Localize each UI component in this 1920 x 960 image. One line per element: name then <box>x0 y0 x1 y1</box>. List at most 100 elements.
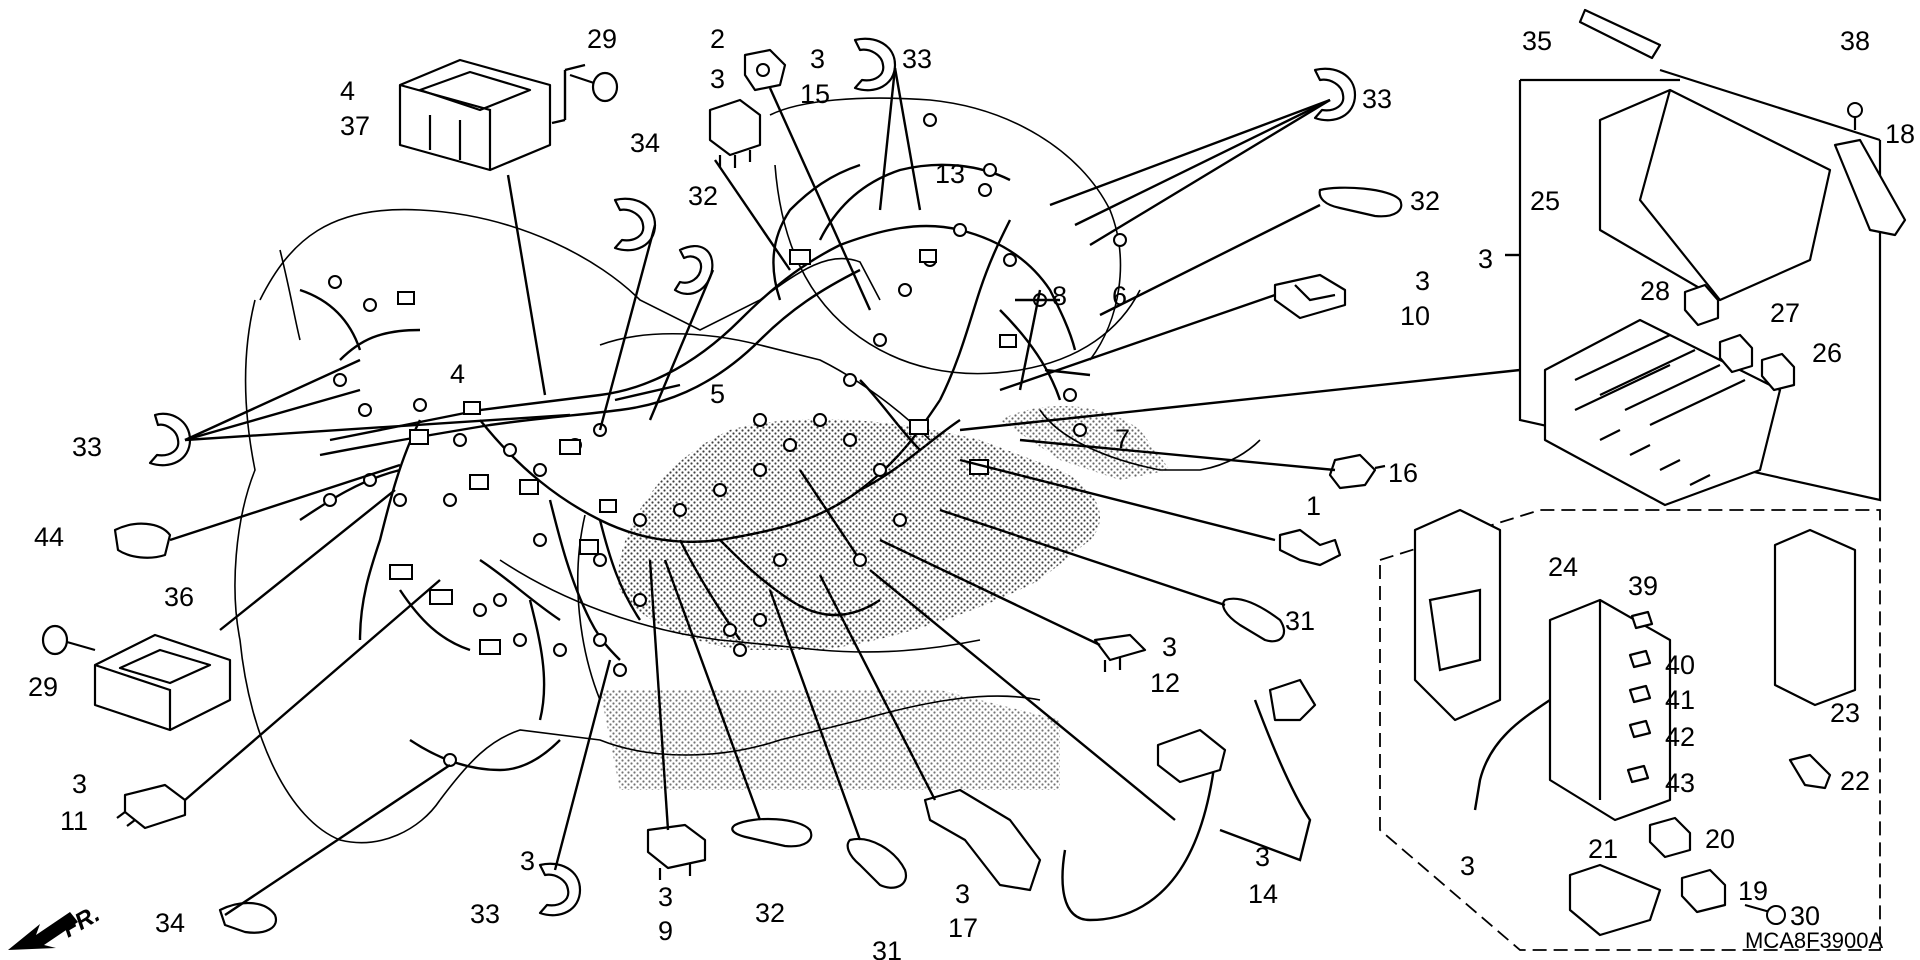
callout-28: 28 <box>1640 276 1670 306</box>
fuse-part-41[interactable] <box>1628 684 1652 704</box>
clamp-34-bottom[interactable] <box>218 901 278 934</box>
callout-13: 13 <box>935 159 965 189</box>
callout-40: 40 <box>1665 650 1695 680</box>
callout-3: 3 <box>955 879 970 909</box>
tie-band-32-bottom[interactable] <box>731 817 813 848</box>
callout-14: 14 <box>1248 879 1278 909</box>
callout-3: 3 <box>1478 244 1493 274</box>
front-direction-arrow: FR. <box>8 900 104 950</box>
callout-3: 3 <box>710 64 725 94</box>
relay-part-19[interactable] <box>1680 868 1727 914</box>
clamp-31-right[interactable] <box>1222 597 1286 643</box>
connector-part-9[interactable] <box>646 823 707 880</box>
callout-21: 21 <box>1588 834 1618 864</box>
fuse-block-assembly[interactable] <box>1543 318 1782 507</box>
callout-33: 33 <box>470 899 500 929</box>
band-44[interactable] <box>113 522 172 559</box>
callout-15: 15 <box>800 79 830 109</box>
motorcycle-frame-outline <box>234 97 1261 844</box>
clamp-band-33-bottom[interactable] <box>538 862 582 917</box>
callout-5: 5 <box>710 379 725 409</box>
fuse-part-43[interactable] <box>1626 764 1650 784</box>
callout-3: 3 <box>520 846 535 876</box>
relay-part-27[interactable] <box>1718 333 1754 374</box>
callout-2: 2 <box>710 24 725 54</box>
callout-7: 7 <box>1115 424 1130 454</box>
screw-part-30[interactable] <box>1744 903 1786 925</box>
relay-box-part-4[interactable] <box>398 58 552 172</box>
clamp-31-bottom[interactable] <box>846 837 908 889</box>
callout-24: 24 <box>1548 552 1578 582</box>
callout-3: 3 <box>658 882 673 912</box>
clamp-band-33-top[interactable] <box>853 37 897 92</box>
callout-35: 35 <box>1522 26 1552 56</box>
connector-part-11[interactable] <box>116 783 187 830</box>
fuse-part-39[interactable] <box>1630 610 1654 630</box>
fuse-cover-part-25[interactable] <box>1598 88 1832 302</box>
screw-part-38[interactable] <box>1847 102 1863 130</box>
tie-band-32-top[interactable] <box>1318 186 1403 218</box>
callout-10: 10 <box>1400 301 1430 331</box>
main-wire-harness <box>299 163 1077 772</box>
callout-16: 16 <box>1388 458 1418 488</box>
relay-box-part-36[interactable] <box>93 633 232 732</box>
callout-3: 3 <box>1255 842 1270 872</box>
strap-part-18[interactable] <box>1833 138 1907 237</box>
fuse-box-body[interactable] <box>1473 598 1672 822</box>
callout-23: 23 <box>1830 698 1860 728</box>
fuse-part-42[interactable] <box>1628 719 1652 739</box>
relay-part-26[interactable] <box>1760 352 1796 392</box>
callout-1: 1 <box>1306 491 1321 521</box>
callout-6: 6 <box>1112 281 1127 311</box>
connector-part-10[interactable] <box>1273 273 1347 320</box>
relay-part-2[interactable] <box>708 98 762 168</box>
callout-31: 31 <box>872 936 902 960</box>
callout-32: 32 <box>1410 186 1440 216</box>
callout-12: 12 <box>1150 668 1180 698</box>
callout-3: 3 <box>810 44 825 74</box>
cover-part-24[interactable] <box>1413 508 1502 722</box>
clamp-band-33-right[interactable] <box>1313 67 1357 122</box>
relay-part-28[interactable] <box>1683 283 1720 327</box>
fuse-box-lower-panel-frame <box>1379 509 1881 951</box>
clamp-part-1[interactable] <box>1278 528 1342 567</box>
clamp-34-top[interactable] <box>613 197 657 252</box>
tie-band-32-mid[interactable] <box>673 244 714 296</box>
callout-20: 20 <box>1705 824 1735 854</box>
harness-connectors <box>323 113 1127 767</box>
relay-part-20[interactable] <box>1648 816 1692 859</box>
callout-37: 37 <box>340 111 370 141</box>
callout-11: 11 <box>60 806 88 836</box>
callout-30: 30 <box>1790 901 1820 931</box>
connector-part-21[interactable] <box>1568 863 1662 937</box>
diagram-code: MCA8F3900A <box>1745 928 1884 953</box>
callout-27: 27 <box>1770 298 1800 328</box>
callout-36: 36 <box>164 582 194 612</box>
connector-part-15[interactable] <box>743 48 787 92</box>
callout-42: 42 <box>1665 722 1695 752</box>
callout-3: 3 <box>1162 632 1177 662</box>
callout-22: 22 <box>1840 766 1870 796</box>
callout-33: 33 <box>902 44 932 74</box>
connector-part-12[interactable] <box>1093 633 1147 672</box>
cover-part-17[interactable] <box>923 788 1042 892</box>
callout-34: 34 <box>155 908 185 938</box>
callout-43: 43 <box>1665 768 1695 798</box>
fuse-puller-part-22[interactable] <box>1788 753 1832 790</box>
bolt-29-top[interactable] <box>569 71 619 103</box>
front-indicator-label: FR. <box>58 900 105 943</box>
bolt-29-left[interactable] <box>41 624 96 656</box>
callout-4: 4 <box>450 359 465 389</box>
callout-44: 44 <box>34 522 64 552</box>
callout-33: 33 <box>72 432 102 462</box>
callout-labels: 29 4 37 2 3 3 15 33 33 34 32 13 32 6 3 1… <box>28 24 1915 960</box>
battery-cable-part-14[interactable] <box>1061 678 1317 922</box>
cover-part-23[interactable] <box>1773 528 1857 707</box>
connector-part-16[interactable] <box>1328 453 1386 490</box>
fuse-part-40[interactable] <box>1628 649 1652 669</box>
callout-34: 34 <box>630 128 660 158</box>
strap-part-35[interactable] <box>1578 8 1662 60</box>
clamp-band-33-left[interactable] <box>148 412 192 467</box>
callout-4: 4 <box>340 76 355 106</box>
